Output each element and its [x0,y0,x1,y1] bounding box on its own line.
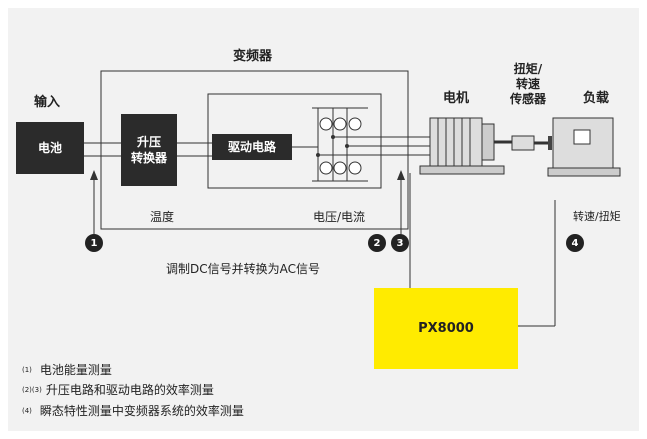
footnote-1-text: 电池能量测量 [39,363,112,377]
footnote-2-mark: (2)(3) [22,386,42,394]
voltage-current-label: 电压/电流 [313,210,366,224]
inverter-frame [100,70,409,230]
load-drawing [547,117,621,177]
temperature-label: 温度 [150,210,175,224]
footnote-3: (4) 瞬态特性测量中变频器系统的效率测量 [22,404,244,418]
torque-sensor-label: 扭矩/ 转速 传感器 [502,62,554,107]
badge-3: 3 [391,234,409,252]
px8000-instrument: PX8000 [374,288,518,369]
inverter-title: 变频器 [233,49,273,64]
badge-4: 4 [566,234,584,252]
torque-sensor-line1: 扭矩/ [513,62,543,76]
footnote-2: (2)(3)升压电路和驱动电路的效率测量 [22,383,214,397]
modulation-note: 调制DC信号并转换为AC信号 [166,262,320,276]
torque-sensor-line3: 传感器 [509,92,546,106]
transistor-group [319,117,362,175]
drive-circuit-block: 驱动电路 [212,134,292,160]
motor-label: 电机 [443,91,470,106]
torque-sensor-line2: 转速 [515,77,540,91]
footnote-2-text: 升压电路和驱动电路的效率测量 [45,383,214,397]
load-label: 负载 [583,91,610,106]
footnote-3-text: 瞬态特性测量中变频器系统的效率测量 [39,404,244,418]
battery-block: 电池 [16,122,84,174]
inner-frame [207,93,382,189]
boost-line2: 转换器 [130,151,167,165]
boost-line1: 升压 [136,135,161,149]
badge-2: 2 [368,234,386,252]
torque-sensor-drawing [511,135,552,151]
footnote-3-mark: (4) [22,407,32,415]
footnote-1-mark: (1) [22,366,32,374]
boost-converter-block: 升压 转换器 [121,114,177,186]
motor-drawing [419,117,512,175]
diagram-panel [8,8,639,431]
footnote-1: (1) 电池能量测量 [22,363,112,377]
input-label: 输入 [34,95,61,110]
badge-1: 1 [85,234,103,252]
speed-torque-label: 转速/扭矩 [573,210,621,223]
